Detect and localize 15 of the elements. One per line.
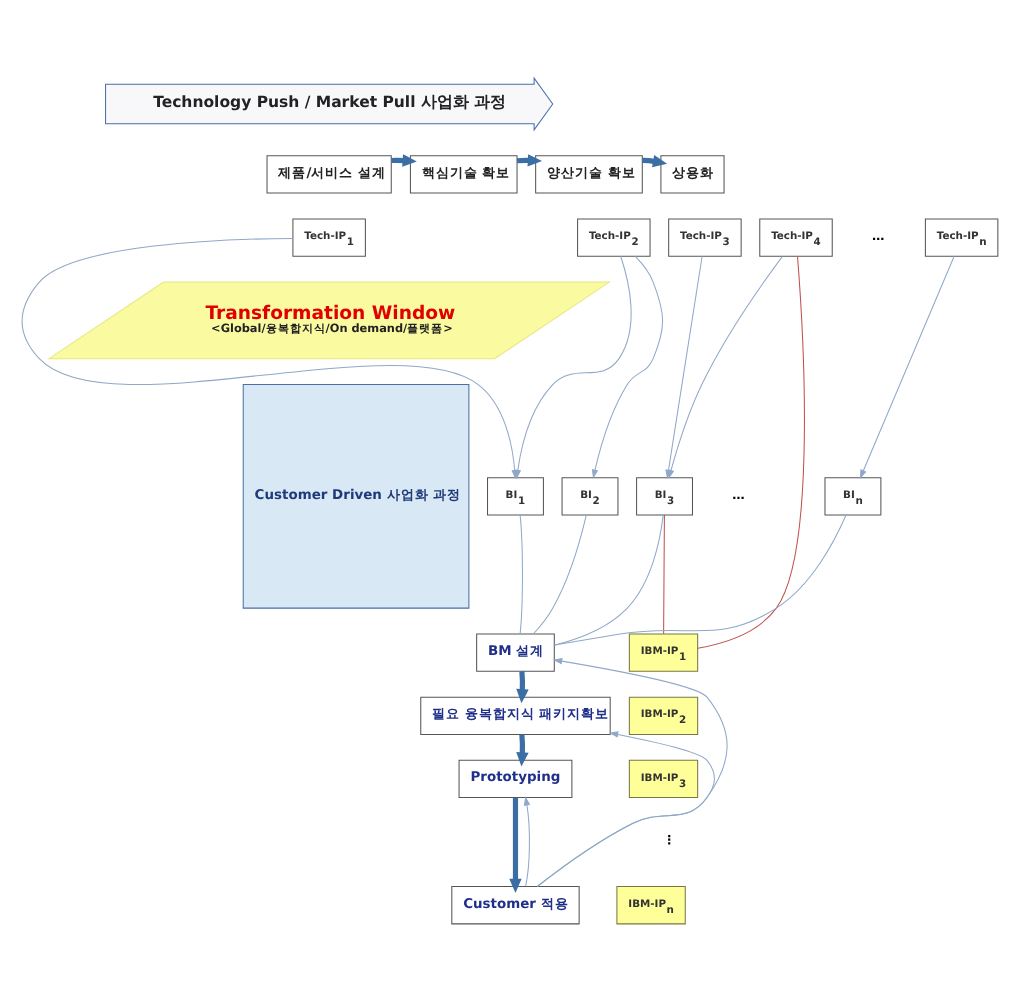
arrow (508, 797, 521, 893)
connector (553, 514, 846, 646)
arrow (590, 255, 663, 479)
arrow (515, 734, 528, 767)
connector (696, 255, 804, 649)
arrow (515, 671, 528, 704)
arrow (535, 731, 714, 888)
arrow (858, 255, 954, 479)
arrow (535, 657, 727, 888)
arrow (522, 796, 530, 887)
arrow (513, 255, 631, 480)
connector (552, 514, 663, 646)
connector (532, 514, 586, 635)
connector (518, 514, 522, 635)
connector (662, 514, 664, 635)
